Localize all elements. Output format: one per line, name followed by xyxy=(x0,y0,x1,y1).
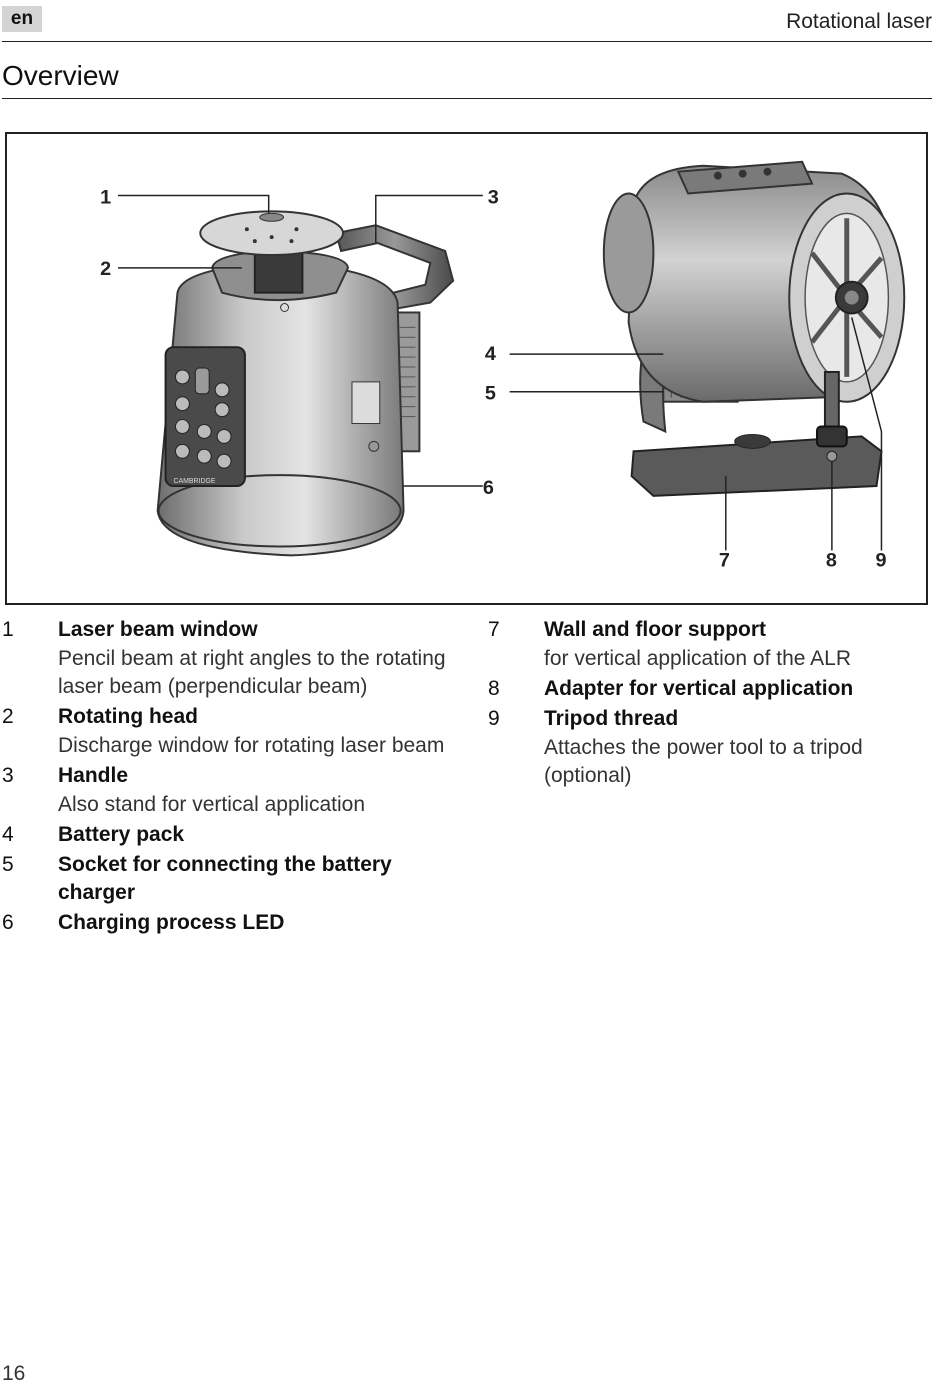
legend-description: Pencil beam at right angles to the rotat… xyxy=(58,647,446,698)
legend-item: 7 Wall and floor support for vertical ap… xyxy=(488,616,928,673)
legend-item: 9 Tripod thread Attaches the power tool … xyxy=(488,705,928,790)
section-rule xyxy=(2,98,932,99)
rotating-head xyxy=(253,250,304,294)
legend-term: Socket for connecting the battery charge… xyxy=(58,853,392,904)
legend-number: 5 xyxy=(2,853,14,876)
legend-item: 6 Charging process LED xyxy=(2,909,472,937)
legend-number: 4 xyxy=(2,823,14,846)
legend-term: Tripod thread xyxy=(544,707,679,730)
legend-term: Adapter for vertical application xyxy=(544,677,854,700)
callout-1: 1 xyxy=(100,186,111,208)
rotational-laser-upright: CAMBRIDGE xyxy=(156,210,455,557)
callout-lines xyxy=(117,194,883,551)
device-illustration: CAMBRIDGE xyxy=(100,160,906,571)
legend-item: 2 Rotating head Discharge window for rot… xyxy=(2,703,472,760)
legend-item: 1 Laser beam window Pencil beam at right… xyxy=(2,616,472,701)
legend-term: Battery pack xyxy=(58,823,185,846)
callout-5: 5 xyxy=(485,383,496,405)
legend-number: 9 xyxy=(488,707,500,730)
legend-term: Laser beam window xyxy=(58,618,258,641)
laser-beam-window-cap xyxy=(199,210,345,256)
legend-number: 8 xyxy=(488,677,500,700)
legend-item: 5 Socket for connecting the battery char… xyxy=(2,851,472,907)
legend-term: Wall and floor support xyxy=(544,618,767,641)
legend-term: Handle xyxy=(58,764,129,787)
legend-description: Attaches the power tool to a tripod (opt… xyxy=(544,736,863,787)
legend-description: Also stand for vertical application xyxy=(58,793,365,816)
overview-figure: CAMBRIDGE xyxy=(5,132,928,605)
legend-item: 8 Adapter for vertical application xyxy=(488,675,928,703)
legend-term: Charging process LED xyxy=(58,911,285,934)
device-label: CAMBRIDGE xyxy=(173,478,215,485)
legend-left-column: 1 Laser beam window Pencil beam at right… xyxy=(2,616,472,939)
vertical-adapter xyxy=(823,370,840,428)
header-rule xyxy=(2,41,932,42)
callout-3: 3 xyxy=(488,186,499,208)
legend-description: Discharge window for rotating laser beam xyxy=(58,734,445,757)
section-title: Overview xyxy=(2,60,119,91)
rotational-laser-horizontal xyxy=(602,160,906,497)
wall-floor-support xyxy=(630,435,883,497)
callout-8: 8 xyxy=(826,549,837,571)
legend-item: 3 Handle Also stand for vertical applica… xyxy=(2,762,472,819)
legend-number: 3 xyxy=(2,764,14,787)
tripod-thread xyxy=(826,450,838,462)
callout-2: 2 xyxy=(100,258,111,280)
legend-item: 4 Battery pack xyxy=(2,821,472,849)
legend-number: 7 xyxy=(488,618,500,641)
running-header-title: Rotational laser xyxy=(786,10,932,33)
language-badge: en xyxy=(2,6,42,32)
legend-number: 6 xyxy=(2,911,14,934)
callout-7: 7 xyxy=(719,549,730,571)
legend-description: for vertical application of the ALR xyxy=(544,647,852,670)
warning-label xyxy=(351,381,381,425)
legend-term: Rotating head xyxy=(58,705,198,728)
legend-right-column: 7 Wall and floor support for vertical ap… xyxy=(488,616,928,792)
callout-9: 9 xyxy=(876,549,887,571)
callout-4: 4 xyxy=(485,343,496,365)
page-number: 16 xyxy=(2,1362,26,1385)
callout-6: 6 xyxy=(483,477,494,499)
legend-number: 1 xyxy=(2,618,14,641)
legend-number: 2 xyxy=(2,705,14,728)
